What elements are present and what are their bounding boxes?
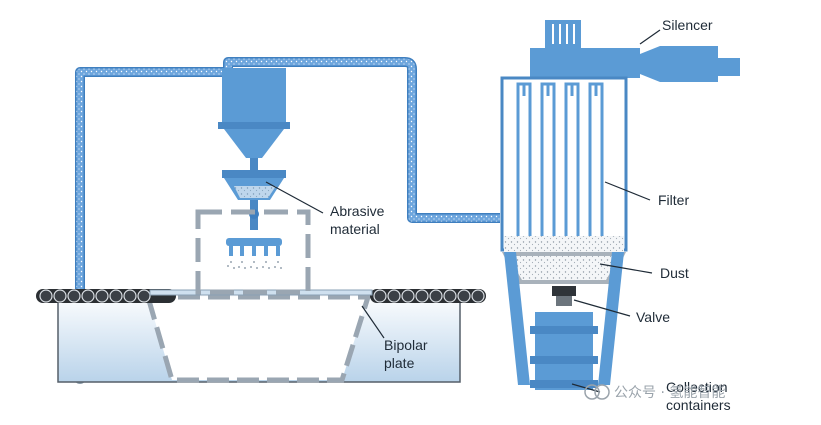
nozzle-enclosure xyxy=(195,209,311,295)
label-filter: Filter xyxy=(658,192,689,208)
conveyor-left xyxy=(36,289,176,303)
watermark: 公众号 · 氢能智能 xyxy=(584,384,725,401)
label-dust: Dust xyxy=(660,265,689,281)
filter-housing xyxy=(500,20,740,385)
label-abrasive-line2: material xyxy=(330,221,380,237)
label-bipolar-line1: Bipolar xyxy=(384,337,428,353)
collection-container xyxy=(530,312,598,390)
label-collection-line1: Collection xyxy=(666,379,727,395)
abrasive-hopper xyxy=(218,68,290,230)
label-silencer: Silencer xyxy=(662,17,713,33)
label-collection-line2: containers xyxy=(666,397,731,413)
label-valve: Valve xyxy=(636,309,670,325)
valve xyxy=(552,286,576,306)
label-abrasive-line1: Abrasive xyxy=(330,203,385,219)
label-bipolar-line2: plate xyxy=(384,355,415,371)
blasting-chamber xyxy=(57,291,461,383)
spray-head xyxy=(226,238,282,269)
conveyor-right xyxy=(370,289,486,303)
watermark-text: 公众号 · 氢能智能 xyxy=(614,385,725,401)
